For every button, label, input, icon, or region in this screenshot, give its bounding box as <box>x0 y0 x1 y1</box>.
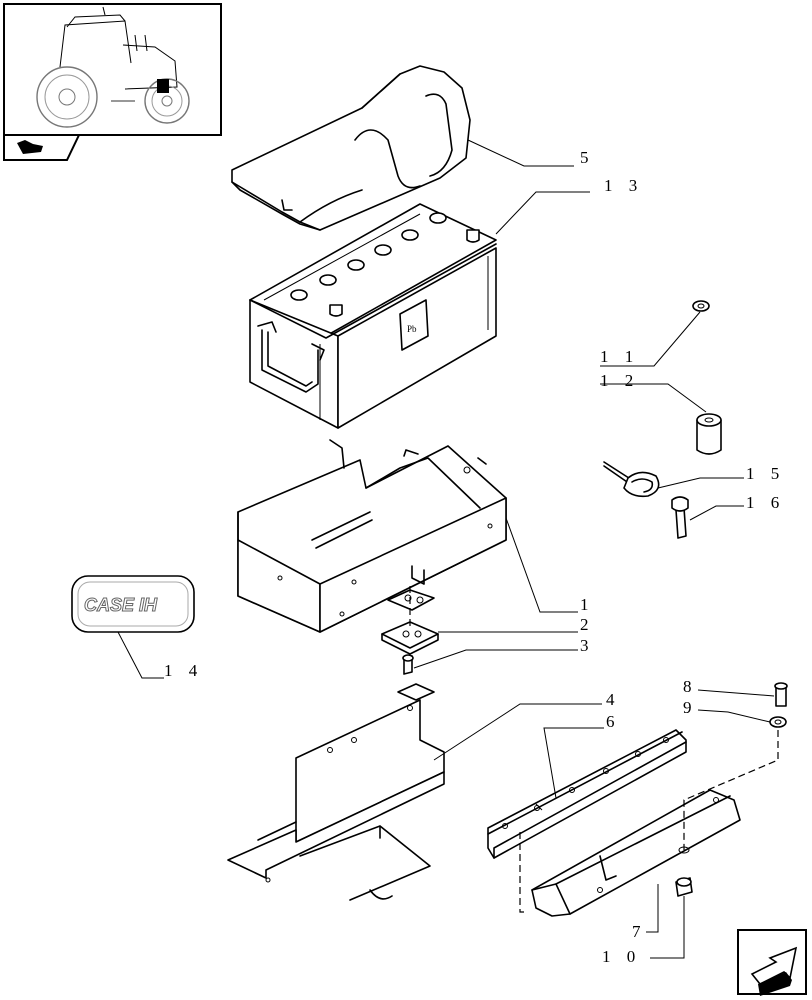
battery-cover <box>231 65 471 231</box>
nut <box>675 877 693 897</box>
washer <box>769 716 787 728</box>
mounting-rail <box>487 729 687 859</box>
tractor-thumbnail <box>3 3 222 136</box>
section-tab <box>3 134 81 161</box>
bolt <box>774 682 788 707</box>
logo-text: CASE IH <box>84 595 158 615</box>
battery-location-marker <box>157 79 169 93</box>
battery: Pb <box>249 203 497 429</box>
small-washer <box>692 300 710 312</box>
callout-8: 8 <box>683 677 698 696</box>
callout-14: 1 4 <box>164 661 203 680</box>
callout-5: 5 <box>580 148 595 167</box>
callout-16: 1 6 <box>746 493 785 512</box>
callout-9: 9 <box>683 698 698 717</box>
leader-lines <box>117 139 775 959</box>
battery-tray <box>237 439 507 633</box>
callout-3: 3 <box>580 636 595 655</box>
rail-alignment-line-left <box>519 832 526 913</box>
case-ih-logo: CASE IH <box>71 575 195 633</box>
spacer-sleeve <box>696 413 722 455</box>
callout-6: 6 <box>606 712 621 731</box>
callout-4: 4 <box>606 690 621 709</box>
callout-labels: 5 1 3 1 1 1 2 1 5 1 6 1 2 3 1 4 4 6 8 9 … <box>164 148 785 966</box>
callout-15: 1 5 <box>746 464 785 483</box>
callout-10: 1 0 <box>602 947 641 966</box>
callout-11: 1 1 <box>600 347 639 366</box>
callout-2: 2 <box>580 615 595 634</box>
callout-7: 7 <box>632 922 647 941</box>
callout-1: 1 <box>580 595 595 614</box>
lower-rail <box>531 789 741 917</box>
callout-12: 1 2 <box>600 371 639 390</box>
next-page-button[interactable] <box>737 929 807 996</box>
terminal-bolt <box>671 496 689 539</box>
terminal-key <box>603 461 660 498</box>
support-bracket <box>227 683 445 901</box>
mounting-pad <box>381 621 439 655</box>
battery-pb-mark: Pb <box>407 324 417 334</box>
book-icon <box>17 140 43 154</box>
rail-alignment-line-right <box>683 730 779 850</box>
tray-screw <box>402 654 414 675</box>
tractor-icon <box>36 6 190 128</box>
callout-13: 1 3 <box>604 176 643 195</box>
